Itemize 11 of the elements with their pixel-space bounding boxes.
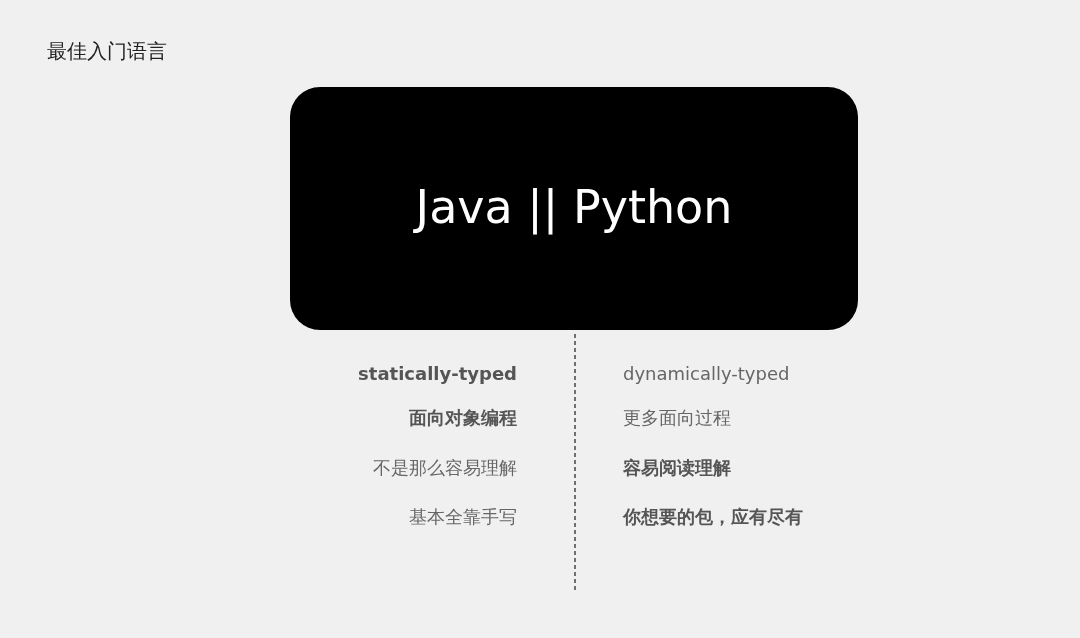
comparison-text: statically-typed bbox=[358, 362, 517, 386]
comparison-text: 不是那么容易理解 bbox=[373, 456, 517, 480]
slide-title: 最佳入门语言 bbox=[47, 38, 167, 65]
comparison-text: 更多面向过程 bbox=[623, 406, 731, 430]
comparison-text: 容易阅读理解 bbox=[623, 456, 731, 480]
comparison-text: dynamically-typed bbox=[623, 362, 790, 386]
comparison-text: 基本全靠手写 bbox=[409, 505, 517, 529]
comparison-text: 你想要的包，应有尽有 bbox=[623, 505, 803, 529]
panel-heading: Java || Python bbox=[412, 179, 734, 235]
rounded-panel bbox=[290, 87, 858, 330]
comparison-text: 面向对象编程 bbox=[409, 406, 517, 430]
